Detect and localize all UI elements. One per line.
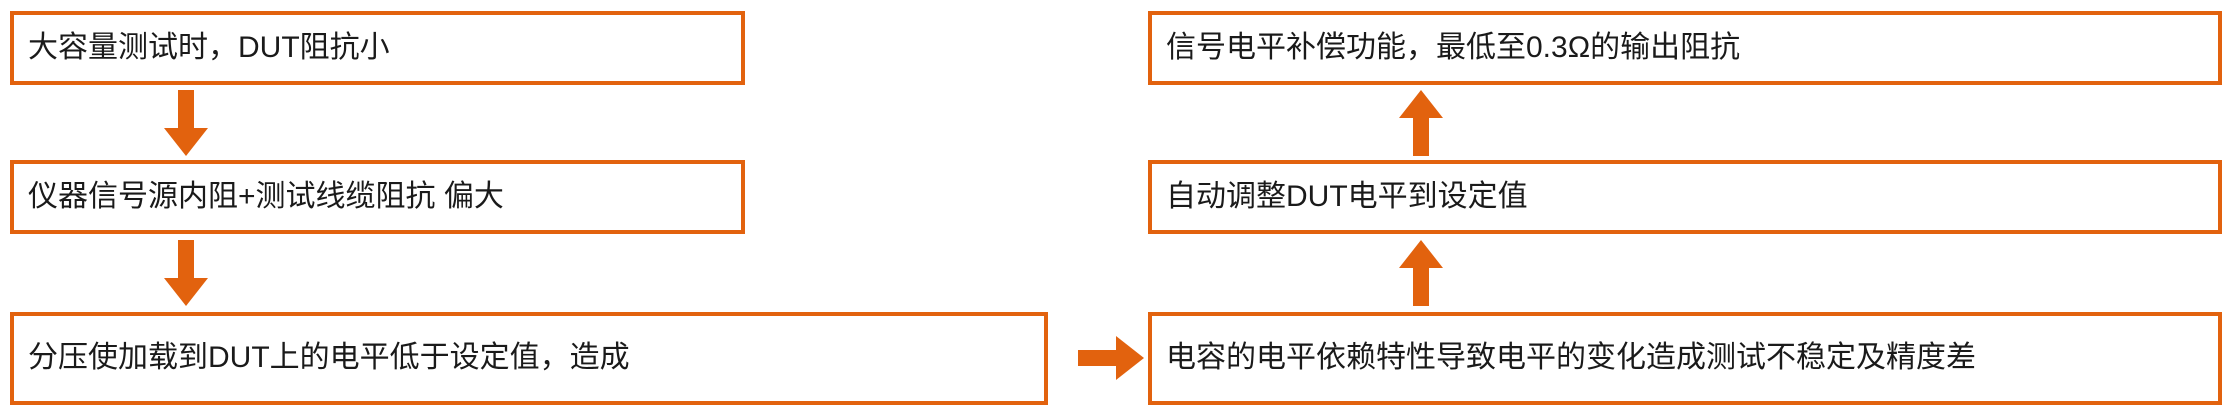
flow-box-right-2[interactable]: 自动调整DUT电平到设定值 [1148, 160, 2222, 234]
flow-box-right-2-label: 自动调整DUT电平到设定值 [1166, 179, 1528, 213]
arrow-shaft [1413, 116, 1429, 156]
flow-box-right-1[interactable]: 信号电平补偿功能，最低至0.3Ω的输出阻抗 [1148, 11, 2222, 85]
arrow-head-down-icon [164, 128, 208, 156]
flow-box-left-3[interactable]: 分压使加载到DUT上的电平低于设定值，造成 [10, 312, 1048, 405]
flow-box-left-2-label: 仪器信号源内阻+测试线缆阻抗 偏大 [28, 179, 504, 213]
arrow-shaft [1413, 266, 1429, 306]
arrow-down-left-2 [164, 240, 208, 306]
arrow-up-right-1 [1399, 90, 1443, 156]
flow-box-left-1-label: 大容量测试时，DUT阻抗小 [28, 30, 390, 64]
arrow-shaft [1078, 350, 1118, 366]
flow-box-left-1[interactable]: 大容量测试时，DUT阻抗小 [10, 11, 745, 85]
arrow-down-left-1 [164, 90, 208, 156]
flow-box-right-3[interactable]: 电容的电平依赖特性导致电平的变化造成测试不稳定及精度差 [1148, 312, 2222, 405]
arrow-shaft [178, 240, 194, 280]
arrow-head-right-icon [1116, 336, 1144, 380]
arrow-head-up-icon [1399, 240, 1443, 268]
flow-box-left-2[interactable]: 仪器信号源内阻+测试线缆阻抗 偏大 [10, 160, 745, 234]
flow-box-right-3-label: 电容的电平依赖特性导致电平的变化造成测试不稳定及精度差 [1166, 341, 1976, 375]
arrow-head-up-icon [1399, 90, 1443, 118]
arrow-right-connector [1078, 336, 1144, 380]
flow-box-right-1-label: 信号电平补偿功能，最低至0.3Ω的输出阻抗 [1166, 30, 1741, 64]
flow-box-left-3-label: 分压使加载到DUT上的电平低于设定值，造成 [28, 341, 630, 375]
arrow-up-right-2 [1399, 240, 1443, 306]
arrow-head-down-icon [164, 278, 208, 306]
arrow-shaft [178, 90, 194, 130]
